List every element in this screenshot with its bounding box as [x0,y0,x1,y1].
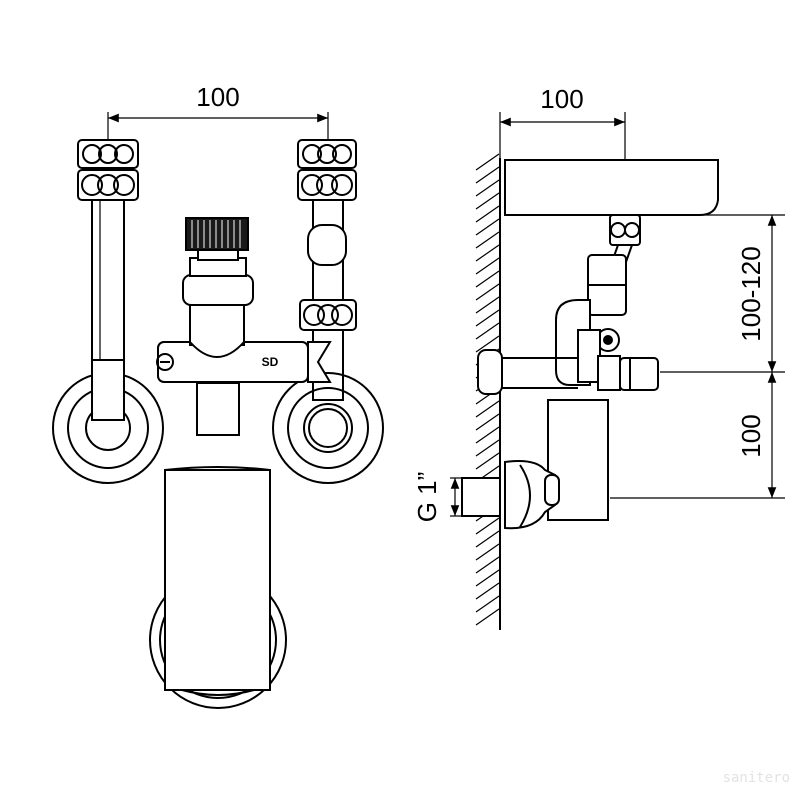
wall-hatch-line [475,452,500,470]
wall-hatch-line [475,543,500,561]
wall-hatch-line [475,283,500,301]
brand-logo: SD [262,355,279,369]
wall-hatch-line [475,582,500,600]
wall-hatch-line [475,413,500,431]
wall-hatch-line [475,595,500,613]
thread-size-label: G 1” [412,472,442,523]
thread-connection: G 1” [412,472,501,523]
side-view: 100 100-120 100 [412,84,785,630]
wall-hatch-line [475,231,500,249]
wall-hatch-line [475,426,500,444]
wall-hatch-line [475,257,500,275]
wall-hatch-line [475,166,500,184]
wall-hatch-line [475,192,500,210]
wall [475,153,501,630]
side-valve-assembly [477,214,659,395]
wall-hatch-line [475,205,500,223]
wall-hatch-line [475,218,500,236]
wall-hatch-line [475,439,500,457]
wall-hatch-line [475,322,500,340]
side-dim-top-label: 100 [540,84,583,114]
front-view: 100 [52,82,384,709]
wall-hatch-line [475,400,500,418]
wall-hatch-line [475,153,500,171]
side-dimension-width: 100 [499,84,626,160]
wall-hatch-line [475,569,500,587]
wall-hatch-line [475,296,500,314]
left-inlet [52,139,164,484]
side-dim-lower-label: 100 [736,414,766,457]
wall-hatch-line [475,556,500,574]
wall-hatch-line [475,244,500,262]
front-dimension-width: 100 [107,82,329,140]
side-dim-upper-label: 100-120 [736,246,766,341]
wall-hatch-line [475,335,500,353]
wall-hatch-line [475,309,500,327]
watermark: sanitero [723,770,790,786]
front-dim-top-label: 100 [196,82,239,112]
wall-hatch-line [475,608,500,626]
wall-hatch-line [475,270,500,288]
wall-hatch-line [475,517,500,535]
lever-handle [149,466,287,709]
side-lever [504,399,609,530]
wall-hatch-line [475,179,500,197]
right-inlet [272,139,384,484]
wall-hatch-line [475,530,500,548]
knurled-cap [185,217,249,251]
side-dimension-heights: 100-120 100 [610,214,785,499]
basin [504,159,719,216]
valve-body: SD [156,217,332,436]
